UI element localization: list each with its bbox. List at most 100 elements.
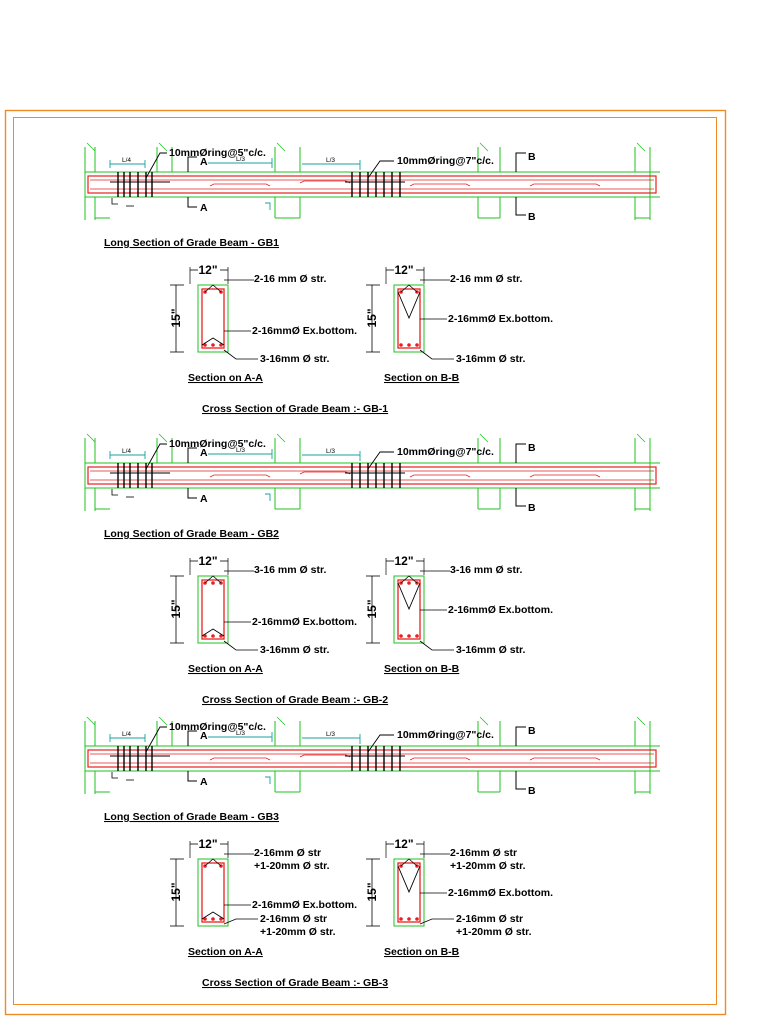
width-dimension: 12": [198, 837, 217, 851]
section-caption: Section on A-A: [188, 946, 263, 958]
break-mark: [479, 142, 489, 152]
cut-label-b-bottom: B: [528, 785, 536, 797]
cut-line-a-bottom: [187, 488, 197, 499]
depth-dimension: 15": [365, 599, 379, 618]
stirrup: [201, 579, 225, 640]
hook-detail: [111, 198, 118, 205]
cut-line-a-bottom: [187, 771, 197, 782]
top-leader: [204, 858, 222, 867]
bottom-bar-dot: [399, 343, 403, 347]
section-a-a: 12"15"3-16 mm Ø str.2-16mmØ Ex.bottom.3-…: [169, 554, 357, 675]
bottom-steel-label: +1-20mm Ø str.: [456, 926, 532, 938]
inner-border: [13, 117, 717, 1005]
cut-line-b-top: [515, 726, 526, 746]
top-steel-label: 3-16 mm Ø str.: [450, 564, 522, 576]
label-leader-bottom: [419, 349, 454, 360]
long-section-title: Long Section of Grade Beam - GB3: [104, 811, 279, 823]
bottom-bar-dot: [211, 917, 215, 921]
cut-label-b-top: B: [528, 442, 536, 454]
cut-label-b-top: B: [528, 725, 536, 737]
break-mark: [86, 142, 96, 152]
bottom-bar-dot: [399, 634, 403, 638]
extra-bar-leader: [397, 582, 421, 611]
width-dimension: 12": [394, 837, 413, 851]
outer-border: [4, 109, 727, 1016]
top-steel-label: 2-16 mm Ø str.: [450, 273, 522, 285]
hook-detail: [265, 776, 271, 784]
main-bars: [87, 749, 657, 768]
cut-line-b-bottom: [515, 771, 526, 790]
cut-label-a-bottom: A: [200, 776, 208, 788]
leader-ring-right: [367, 734, 394, 753]
top-leader: [204, 284, 222, 293]
width-dimension: 12": [198, 263, 217, 277]
long-section-title: Long Section of Grade Beam - GB2: [104, 528, 279, 540]
break-mark: [158, 716, 168, 726]
hook-detail: [265, 202, 271, 210]
section-caption: Section on B-B: [384, 372, 460, 384]
bottom-steel-label: 3-16mm Ø str.: [456, 353, 526, 365]
break-mark: [636, 716, 646, 726]
extra-bar: [209, 474, 271, 478]
leader-ring-left: [145, 152, 167, 179]
section-caption: Section on B-B: [384, 663, 460, 675]
hook-detail: [265, 493, 271, 501]
cut-line-a-top: [187, 156, 197, 172]
span-label-l4: L/4: [122, 731, 131, 738]
bottom-bar-dot: [399, 917, 403, 921]
bottom-steel-label: 2-16mm Ø str: [260, 913, 327, 925]
extra-bar: [529, 757, 601, 761]
label-leader-bottom: [223, 640, 258, 651]
top-bar-dot: [211, 581, 215, 585]
extra-steel-label: 2-16mmØ Ex.bottom.: [252, 325, 357, 337]
cross-section-title: Cross Section of Grade Beam :- GB-3: [202, 977, 388, 989]
cut-label-b-bottom: B: [528, 502, 536, 514]
cut-line-b-bottom: [515, 488, 526, 507]
top-steel-label: 2-16 mm Ø str.: [254, 273, 326, 285]
top-leader: [400, 284, 418, 293]
section-b-b: 12"15"3-16 mm Ø str.2-16mmØ Ex.bottom.3-…: [365, 554, 553, 675]
break-mark: [86, 716, 96, 726]
bottom-bar-dot: [407, 634, 411, 638]
span-label-l3a: L/3: [236, 156, 245, 163]
extra-bar: [409, 474, 471, 478]
depth-dimension: 15": [365, 308, 379, 327]
bottom-steel-label: 2-16mm Ø str: [456, 913, 523, 925]
bottom-bar-dot: [211, 343, 215, 347]
span-label-l3b: L/3: [326, 157, 335, 164]
section-b-b: 12"15"2-16mm Ø str+1-20mm Ø str.2-16mmØ …: [365, 837, 553, 958]
cut-label-a-bottom: A: [200, 202, 208, 214]
main-bars: [87, 466, 657, 485]
section-caption: Section on A-A: [188, 372, 263, 384]
extra-bar: [529, 183, 601, 187]
extra-bar-leader: [397, 865, 421, 894]
stirrup: [397, 862, 421, 923]
span-label-l3b: L/3: [326, 731, 335, 738]
break-mark: [158, 433, 168, 443]
ring-note-right: 10mmØring@7"c/c.: [397, 729, 494, 741]
extra-bar: [409, 757, 471, 761]
ring-note-right: 10mmØring@7"c/c.: [397, 155, 494, 167]
top-steel-label: 2-16mm Ø str: [254, 847, 321, 859]
ring-note-right: 10mmØring@7"c/c.: [397, 446, 494, 458]
width-dimension: 12": [198, 554, 217, 568]
extra-steel-label: 2-16mmØ Ex.bottom.: [252, 899, 357, 911]
span-label-l3a: L/3: [236, 447, 245, 454]
extra-bar: [299, 471, 351, 475]
top-leader: [400, 575, 418, 584]
width-dimension: 12": [394, 554, 413, 568]
bottom-steel-label: 3-16mm Ø str.: [260, 353, 330, 365]
break-mark: [479, 433, 489, 443]
leader-ring-left: [145, 726, 167, 753]
bottom-bar-dot: [415, 634, 419, 638]
ring-note-left: 10mmØring@5"c/c.: [169, 438, 266, 450]
label-leader-bottom: [223, 918, 258, 925]
leader-ring-left: [145, 443, 167, 470]
hook-detail: [111, 489, 118, 496]
